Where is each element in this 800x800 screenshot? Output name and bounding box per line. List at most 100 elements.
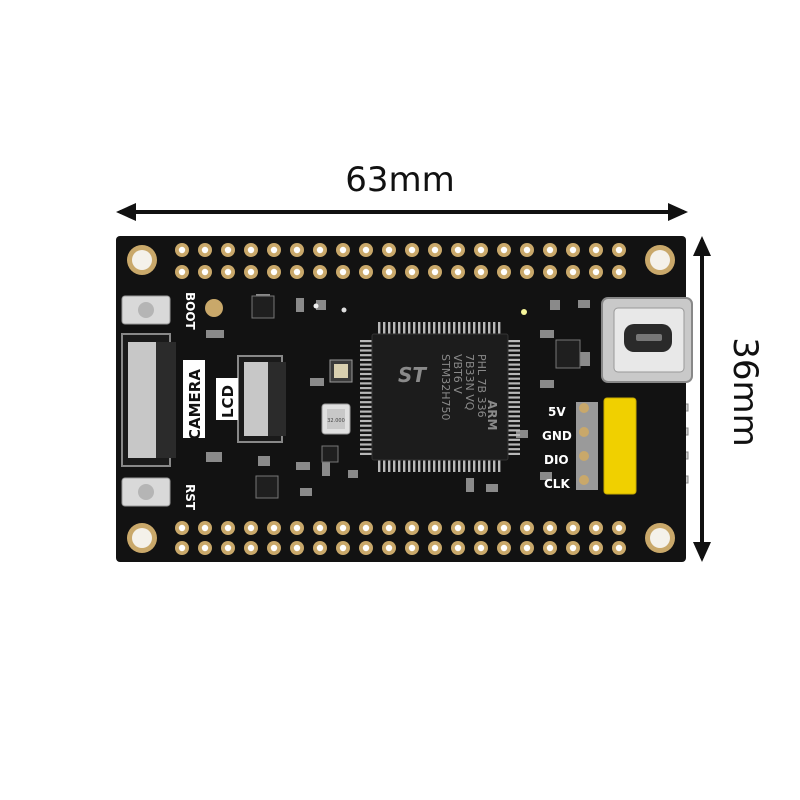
chip-pin: [463, 322, 466, 334]
camera-label-box: [183, 360, 205, 438]
gpio-pad-hole: [477, 268, 485, 276]
gpio-pad-hole: [592, 246, 600, 254]
chip-pin: [383, 322, 386, 334]
chip-pin: [458, 460, 461, 472]
chip-pin: [408, 460, 411, 472]
test-pad: [205, 299, 223, 317]
gpio-pad-hole: [500, 524, 508, 532]
gpio-pad-hole: [362, 246, 370, 254]
chip-pin: [508, 401, 520, 404]
gpio-pad-hole: [247, 544, 255, 552]
gpio-pad-hole: [408, 524, 416, 532]
chip-pin: [360, 415, 372, 418]
gpio-pad-hole: [224, 268, 232, 276]
chip-pin: [483, 460, 486, 472]
gpio-pad-hole: [224, 246, 232, 254]
gpio-pad-hole: [454, 246, 462, 254]
chip-pin: [473, 460, 476, 472]
chip-pin: [360, 410, 372, 413]
chip-pin: [360, 419, 372, 423]
gpio-pad-hole: [523, 544, 531, 552]
chip-pin: [360, 434, 372, 437]
chip-pin: [360, 401, 372, 404]
gpio-pad-hole: [201, 246, 209, 254]
chip-pin: [508, 387, 520, 390]
led-indicator: [341, 307, 347, 313]
chip-pin: [508, 363, 520, 366]
chip-pin: [378, 322, 381, 334]
mcu-chip-pins: [360, 322, 520, 472]
chip-pin: [360, 349, 372, 352]
chip-pin: [413, 460, 416, 472]
chip-line3: 7B33N VQ: [463, 354, 476, 411]
gpio-pad-hole: [178, 246, 186, 254]
mcu-chip: [371, 333, 509, 461]
gpio-pad-hole: [178, 524, 186, 532]
gpio-pad-hole: [615, 544, 623, 552]
chip-pin: [360, 438, 372, 441]
chip-pin: [360, 429, 372, 432]
chip-pin: [360, 424, 372, 427]
chip-pin: [508, 419, 520, 423]
chip-line4: PHL 7B 336: [475, 354, 488, 418]
mounting-holes: [127, 245, 675, 553]
chip-pin: [423, 460, 426, 472]
chip-pin: [508, 448, 520, 451]
gpio-pad-hole: [362, 544, 370, 552]
chip-pin: [428, 460, 431, 472]
chip-pin: [508, 382, 520, 385]
width-dimension-label: 63mm: [345, 160, 455, 200]
header-pin-label-dio: DIO: [544, 453, 569, 467]
chip-pin: [360, 387, 372, 390]
chip-pin: [508, 434, 520, 437]
chip-pin: [508, 349, 520, 352]
ic-regulators: [251, 295, 581, 499]
usb-c-connector: [601, 297, 693, 383]
chip-pin: [398, 322, 401, 334]
camera-label: CAMERA: [186, 369, 204, 440]
gpio-pad-hole: [362, 268, 370, 276]
chip-pin: [478, 322, 481, 334]
chip-pin: [418, 460, 421, 472]
chip-pin: [483, 322, 486, 334]
gpio-pad-hole: [454, 524, 462, 532]
gpio-pad-hole: [523, 246, 531, 254]
chip-pin: [508, 452, 520, 455]
chip-pin: [508, 405, 520, 408]
chip-pin: [508, 438, 520, 441]
gpio-pad-hole: [385, 524, 393, 532]
chip-pin: [493, 460, 496, 472]
gpio-pad-hole: [546, 544, 554, 552]
gpio-pad-hole: [477, 524, 485, 532]
gpio-pad-hole: [224, 524, 232, 532]
chip-pin: [360, 354, 372, 357]
chip-pin: [360, 391, 372, 394]
height-arrow-bottom-head: [693, 542, 711, 562]
gpio-pad-hole: [385, 544, 393, 552]
gpio-pad-hole: [339, 524, 347, 532]
chip-pin: [488, 322, 491, 334]
chip-pin: [508, 344, 520, 347]
gpio-pad-hole: [408, 544, 416, 552]
gpio-pad-hole: [569, 268, 577, 276]
gpio-pad-hole: [316, 246, 324, 254]
boot-button: [121, 295, 171, 325]
pin-header: [576, 397, 637, 495]
gpio-pad-hole: [247, 524, 255, 532]
chip-pin: [463, 460, 466, 472]
gpio-pad-hole: [523, 524, 531, 532]
gpio-pad-hole: [477, 544, 485, 552]
chip-pin: [360, 358, 372, 361]
gpio-pad-hole: [293, 246, 301, 254]
gpio-pad-hole: [615, 524, 623, 532]
crystal-label: 32.000: [327, 418, 345, 424]
chip-pin: [453, 322, 456, 334]
lcd-label: LCD: [219, 385, 237, 418]
gpio-pad-hole: [431, 268, 439, 276]
chip-pin: [508, 377, 520, 380]
gpio-pad-hole: [454, 544, 462, 552]
chip-pin: [360, 448, 372, 451]
st-logo-icon: ST: [398, 363, 427, 387]
gpio-pad-hole: [339, 246, 347, 254]
chip-pin: [418, 322, 421, 334]
